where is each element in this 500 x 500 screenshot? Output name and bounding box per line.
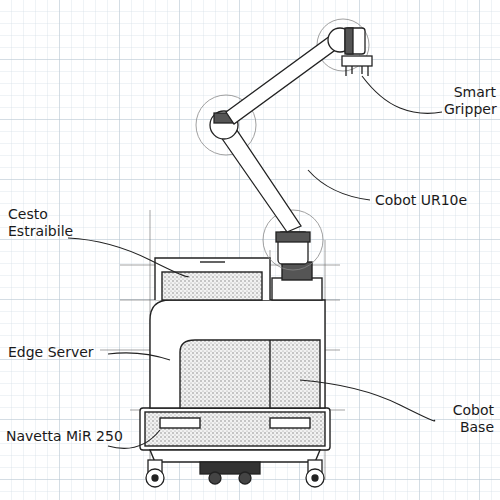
part-label: Cesto Estraibile: [8, 206, 78, 240]
part-label: Smart Gripper: [444, 84, 496, 118]
leader-lines: [68, 76, 442, 448]
part-label: Cobot Base: [438, 402, 494, 436]
part-label: Navetta MiR 250: [6, 428, 126, 445]
part-label: Edge Server: [8, 344, 108, 361]
part-label: Cobot UR10e: [375, 192, 495, 209]
